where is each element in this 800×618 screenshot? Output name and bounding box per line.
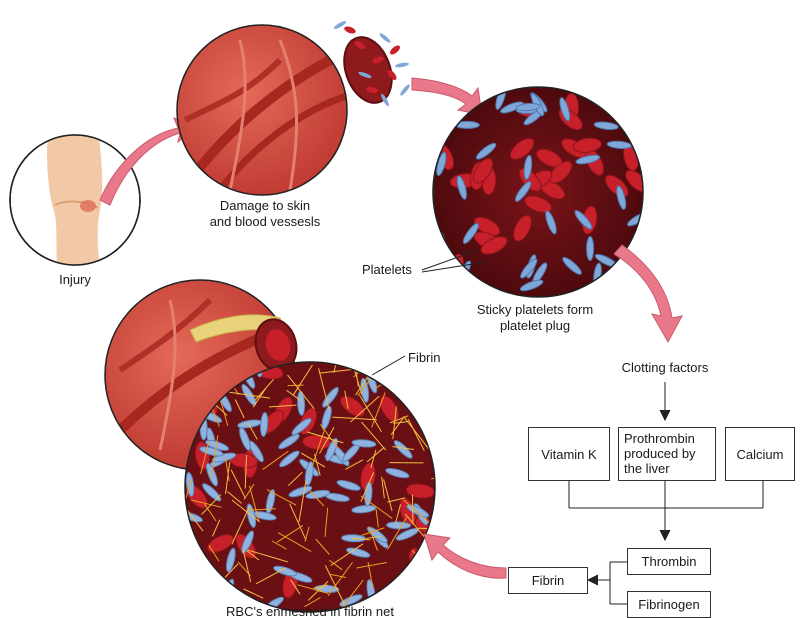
fibrin-pointer-line <box>372 356 405 375</box>
injury-knee-illustration <box>10 130 140 270</box>
fibrin-pointer-label: Fibrin <box>408 350 458 366</box>
plug-label-line1: Sticky platelets form <box>460 302 610 318</box>
damage-label-line2: and blood vessesls <box>195 214 335 230</box>
fibrin-box: Fibrin <box>508 567 588 594</box>
plug-label-line2: platelet plug <box>460 318 610 334</box>
prothrombin-text-line2: produced by <box>624 446 710 461</box>
thrombin-box: Thrombin <box>627 548 711 575</box>
arrow-fibrin-to-net <box>424 534 506 578</box>
platelets-label: Platelets <box>362 262 422 278</box>
prothrombin-text-line3: the liver <box>624 461 710 476</box>
vitamin-k-box: Vitamin K <box>528 427 610 481</box>
damage-label-line1: Damage to skin <box>195 198 335 214</box>
clotting-factors-label: Clotting factors <box>605 360 725 376</box>
injury-label: Injury <box>50 272 100 288</box>
fibrinogen-text: Fibrinogen <box>638 597 699 612</box>
prothrombin-text-line1: Prothrombin <box>624 431 710 446</box>
damaged-vessel-illustration <box>170 20 411 200</box>
thrombin-text: Thrombin <box>642 554 697 569</box>
fibrinogen-box: Fibrinogen <box>627 591 711 618</box>
calcium-text: Calcium <box>737 447 784 462</box>
prothrombin-box: Prothrombin produced by the liver <box>618 427 716 481</box>
fibrin-box-text: Fibrin <box>532 573 565 588</box>
calcium-box: Calcium <box>725 427 795 481</box>
vitamin-k-text: Vitamin K <box>541 447 596 462</box>
arrow-plug-to-clotting <box>614 245 682 342</box>
arrow-damage-to-plug <box>412 78 482 115</box>
rbc-net-label: RBC's enmeshed in fibrin net <box>215 604 405 618</box>
